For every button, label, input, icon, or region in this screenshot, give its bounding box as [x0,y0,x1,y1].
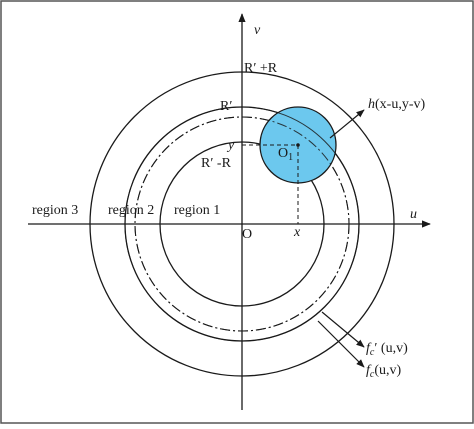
region3-label: region 3 [32,203,78,218]
outer-circle-label: R′ +R [244,61,278,76]
v-axis-label: v [254,23,261,38]
region1-label: region 1 [174,203,220,218]
y-coord-label: y [226,138,235,153]
middle-circle-label: R′ [220,99,232,114]
fc-label: fc(u,v) [366,363,402,380]
origin-label: O [242,227,252,242]
kernel-label: h(x-u,y-v) [368,97,425,112]
fc-prime-pointer [321,311,365,348]
inner-circle-label: R′ -R [201,156,232,171]
x-coord-label: x [293,225,301,240]
fc-prime-label: fc′ (u,v) [366,341,408,358]
fc-pointer [317,320,365,368]
center-dot [296,143,300,147]
u-axis-label: u [410,207,417,222]
kernel-args: (x-u,y-v) [375,97,425,112]
middle-overlay [124,106,360,342]
region2-label: region 2 [108,203,154,218]
center-label: O1 [278,146,293,163]
kernel-pointer [329,109,365,139]
dashdot-overlay [134,116,350,332]
